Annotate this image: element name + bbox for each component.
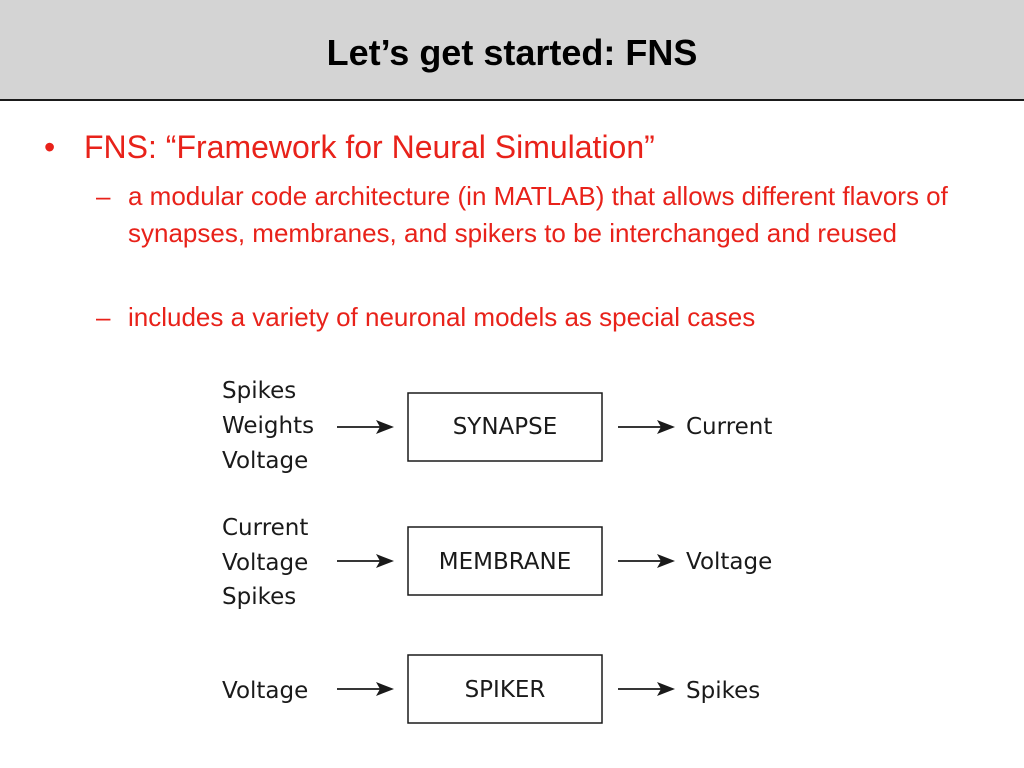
bullet-dot: • <box>44 129 56 165</box>
sub-bullet-dash: – <box>96 181 111 211</box>
synapse-input-spikes: Spikes <box>222 378 296 404</box>
membrane-input-arrow <box>337 554 394 568</box>
sub-bullet-architecture-text: a modular code architecture (in MATLAB) … <box>128 181 948 248</box>
membrane-output-arrow <box>618 554 675 568</box>
synapse-input-voltage: Voltage <box>222 448 308 474</box>
spiker-output-arrow <box>618 682 675 696</box>
synapse-label: SYNAPSE <box>453 414 558 440</box>
synapse-input-weights: Weights <box>222 413 314 439</box>
membrane-input-spikes: Spikes <box>222 584 296 610</box>
membrane-box <box>407 526 603 596</box>
title-bar: Let’s get started: FNS <box>0 0 1024 101</box>
membrane-input-voltage: Voltage <box>222 550 308 576</box>
spiker-input-voltage: Voltage <box>222 678 308 704</box>
sub-bullet-dash: – <box>96 302 111 332</box>
synapse-row: Spikes Weights Voltage SYNAPSE Current <box>222 378 772 474</box>
spiker-box <box>407 654 603 724</box>
spiker-input-arrow <box>337 682 394 696</box>
membrane-row: Current Voltage Spikes MEMBRANE Voltage <box>222 515 772 610</box>
sub-bullet-models-text: includes a variety of neuronal models as… <box>128 302 756 332</box>
slide-title: Let’s get started: FNS <box>326 32 698 73</box>
synapse-input-arrow <box>337 420 394 434</box>
sub-bullet-architecture: – a modular code architecture (in MATLAB… <box>96 178 976 252</box>
synapse-output-arrow <box>618 420 675 434</box>
spiker-output-spikes: Spikes <box>686 678 760 704</box>
synapse-output-current: Current <box>686 414 772 440</box>
bullet-fns-text: FNS: “Framework for Neural Simulation” <box>84 129 655 165</box>
synapse-box <box>407 392 603 462</box>
membrane-input-current: Current <box>222 515 308 541</box>
spiker-row: Voltage SPIKER Spikes <box>222 654 760 724</box>
membrane-output-voltage: Voltage <box>686 549 772 575</box>
membrane-label: MEMBRANE <box>439 549 572 575</box>
spiker-label: SPIKER <box>465 677 546 703</box>
sub-bullet-models: – includes a variety of neuronal models … <box>96 299 976 336</box>
